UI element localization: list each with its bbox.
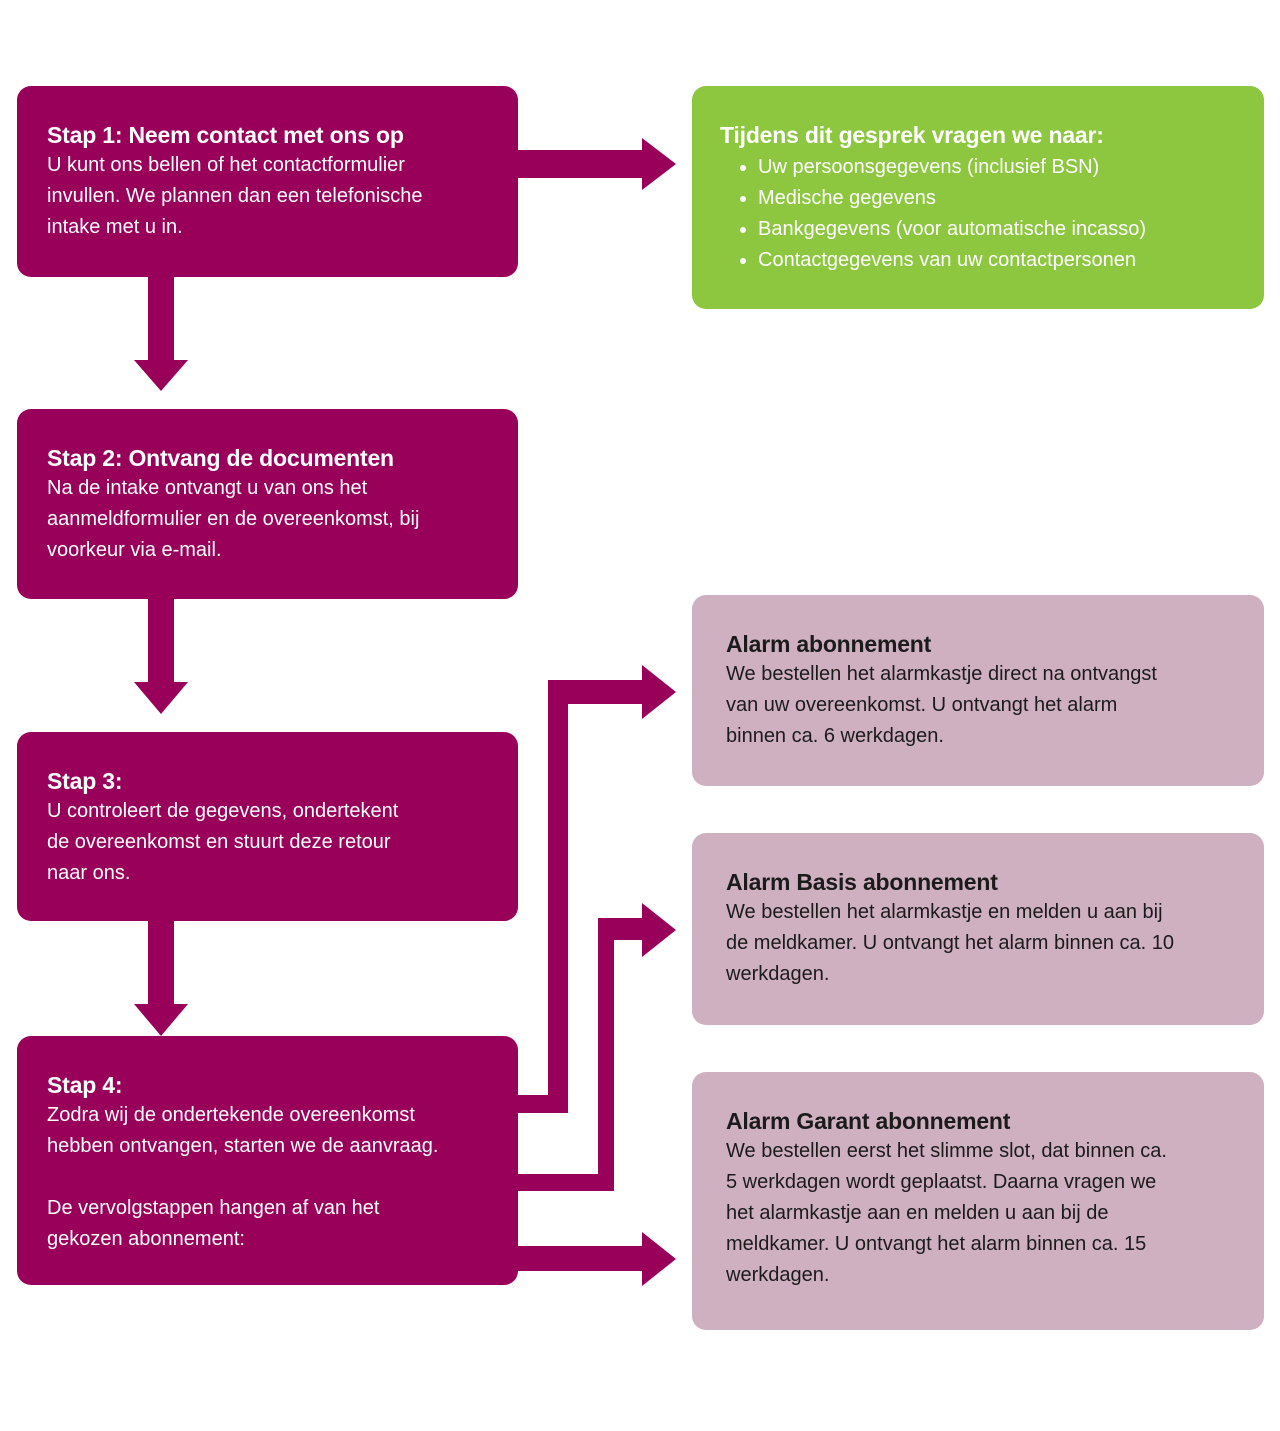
list-item: Contactgegevens van uw contactpersonen	[758, 245, 1236, 276]
step-1-title: Stap 1: Neem contact met ons op	[47, 122, 404, 148]
step-4-title: Stap 4:	[47, 1072, 123, 1098]
step-4-box: Stap 4: Zodra wij de ondertekende overee…	[17, 1036, 518, 1285]
arrow-step1-to-step2	[134, 277, 188, 391]
step-4-text-followup: De vervolgstappen hangen af van het geko…	[47, 1197, 380, 1250]
list-item: Uw persoonsgegevens (inclusief BSN)	[758, 152, 1236, 183]
intake-info-box: Tijdens dit gesprek vragen we naar: Uw p…	[692, 86, 1264, 309]
step-3-title: Stap 3:	[47, 768, 123, 794]
plan-garant-title: Alarm Garant abonnement	[726, 1108, 1011, 1134]
arrow-step4-to-plan1	[518, 665, 676, 1113]
step-2-text: Na de intake ontvangt u van ons het aanm…	[47, 477, 420, 561]
step-2-title: Stap 2: Ontvang de documenten	[47, 445, 394, 471]
plan-garant-box: Alarm Garant abonnement We bestellen eer…	[692, 1072, 1264, 1330]
plan-alarm-box: Alarm abonnement We bestellen het alarmk…	[692, 595, 1264, 786]
intake-info-list: Uw persoonsgegevens (inclusief BSN) Medi…	[720, 152, 1236, 276]
step-1-box: Stap 1: Neem contact met ons op U kunt o…	[17, 86, 518, 277]
arrow-step1-to-info	[518, 138, 676, 190]
plan-basis-title: Alarm Basis abonnement	[726, 869, 998, 895]
step-3-text: U controleert de gegevens, ondertekent d…	[47, 800, 399, 884]
step-4-text: Zodra wij de ondertekende overeenkomst h…	[47, 1104, 439, 1157]
arrow-step2-to-step3	[134, 599, 188, 714]
plan-alarm-title: Alarm abonnement	[726, 631, 932, 657]
plan-basis-box: Alarm Basis abonnement We bestellen het …	[692, 833, 1264, 1025]
arrow-step4-to-plan3	[518, 1232, 676, 1286]
step-1-text: U kunt ons bellen of het contactformulie…	[47, 154, 423, 238]
step-2-box: Stap 2: Ontvang de documenten Na de inta…	[17, 409, 518, 599]
arrow-step3-to-step4	[134, 921, 188, 1036]
plan-alarm-text: We bestellen het alarmkastje direct na o…	[726, 663, 1157, 747]
list-item: Bankgegevens (voor automatische incasso)	[758, 214, 1236, 245]
arrow-step4-to-plan2	[518, 903, 676, 1191]
plan-garant-text: We bestellen eerst het slimme slot, dat …	[726, 1140, 1167, 1286]
plan-basis-text: We bestellen het alarmkastje en melden u…	[726, 901, 1175, 985]
intake-info-title: Tijdens dit gesprek vragen we naar:	[720, 122, 1104, 148]
list-item: Medische gegevens	[758, 183, 1236, 214]
step-3-box: Stap 3: U controleert de gegevens, onder…	[17, 732, 518, 921]
